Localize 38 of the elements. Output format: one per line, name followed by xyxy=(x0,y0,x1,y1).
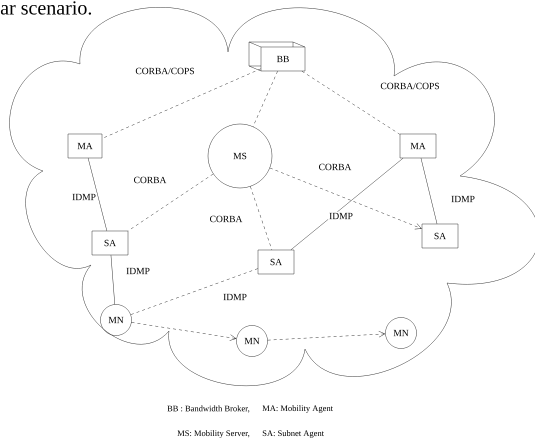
connector xyxy=(130,268,258,315)
connector xyxy=(128,174,214,232)
connector xyxy=(267,331,386,340)
edge-label: IDMP xyxy=(125,266,151,276)
connector xyxy=(252,71,278,127)
connector xyxy=(290,158,404,250)
connector xyxy=(102,68,261,139)
connector xyxy=(88,158,108,231)
abbreviation-note: MA: Mobility Agent xyxy=(262,405,333,413)
cube-box: BB xyxy=(248,42,306,72)
edge-label: CORBA/COPS xyxy=(379,82,441,90)
abbreviation-note: SA: Subnet Agent xyxy=(262,430,324,438)
agent-box: SA xyxy=(92,230,128,256)
heading-text: ar scenario. xyxy=(0,1,92,15)
connector xyxy=(131,322,236,341)
edge-label: IDMP xyxy=(71,192,97,202)
circle-node: MS xyxy=(208,124,272,188)
connector xyxy=(110,255,115,305)
edge-label: IDMP xyxy=(222,292,248,302)
edge-label: CORBA xyxy=(208,214,244,224)
agent-box: SA xyxy=(258,250,294,274)
agent-box: MA xyxy=(400,134,436,158)
agent-box: MA xyxy=(68,134,102,158)
edge-label: IDMP xyxy=(328,212,354,220)
circle-node: MN xyxy=(385,317,417,349)
connector xyxy=(420,158,438,224)
edge-label: CORBA/COPS xyxy=(134,66,196,76)
connector xyxy=(302,71,400,134)
connector xyxy=(270,168,422,230)
abbreviation-note: MS: Mobility Server, xyxy=(177,430,250,438)
edge-label: CORBA xyxy=(132,176,168,184)
connector xyxy=(250,186,272,250)
edge-label: CORBA xyxy=(318,162,352,172)
agent-box: SA xyxy=(422,224,458,248)
abbreviation-note: BB : Bandwidth Broker, xyxy=(167,405,250,413)
edge-label: IDMP xyxy=(450,194,476,204)
circle-node: MN xyxy=(236,325,268,357)
circle-node: MN xyxy=(100,304,132,336)
